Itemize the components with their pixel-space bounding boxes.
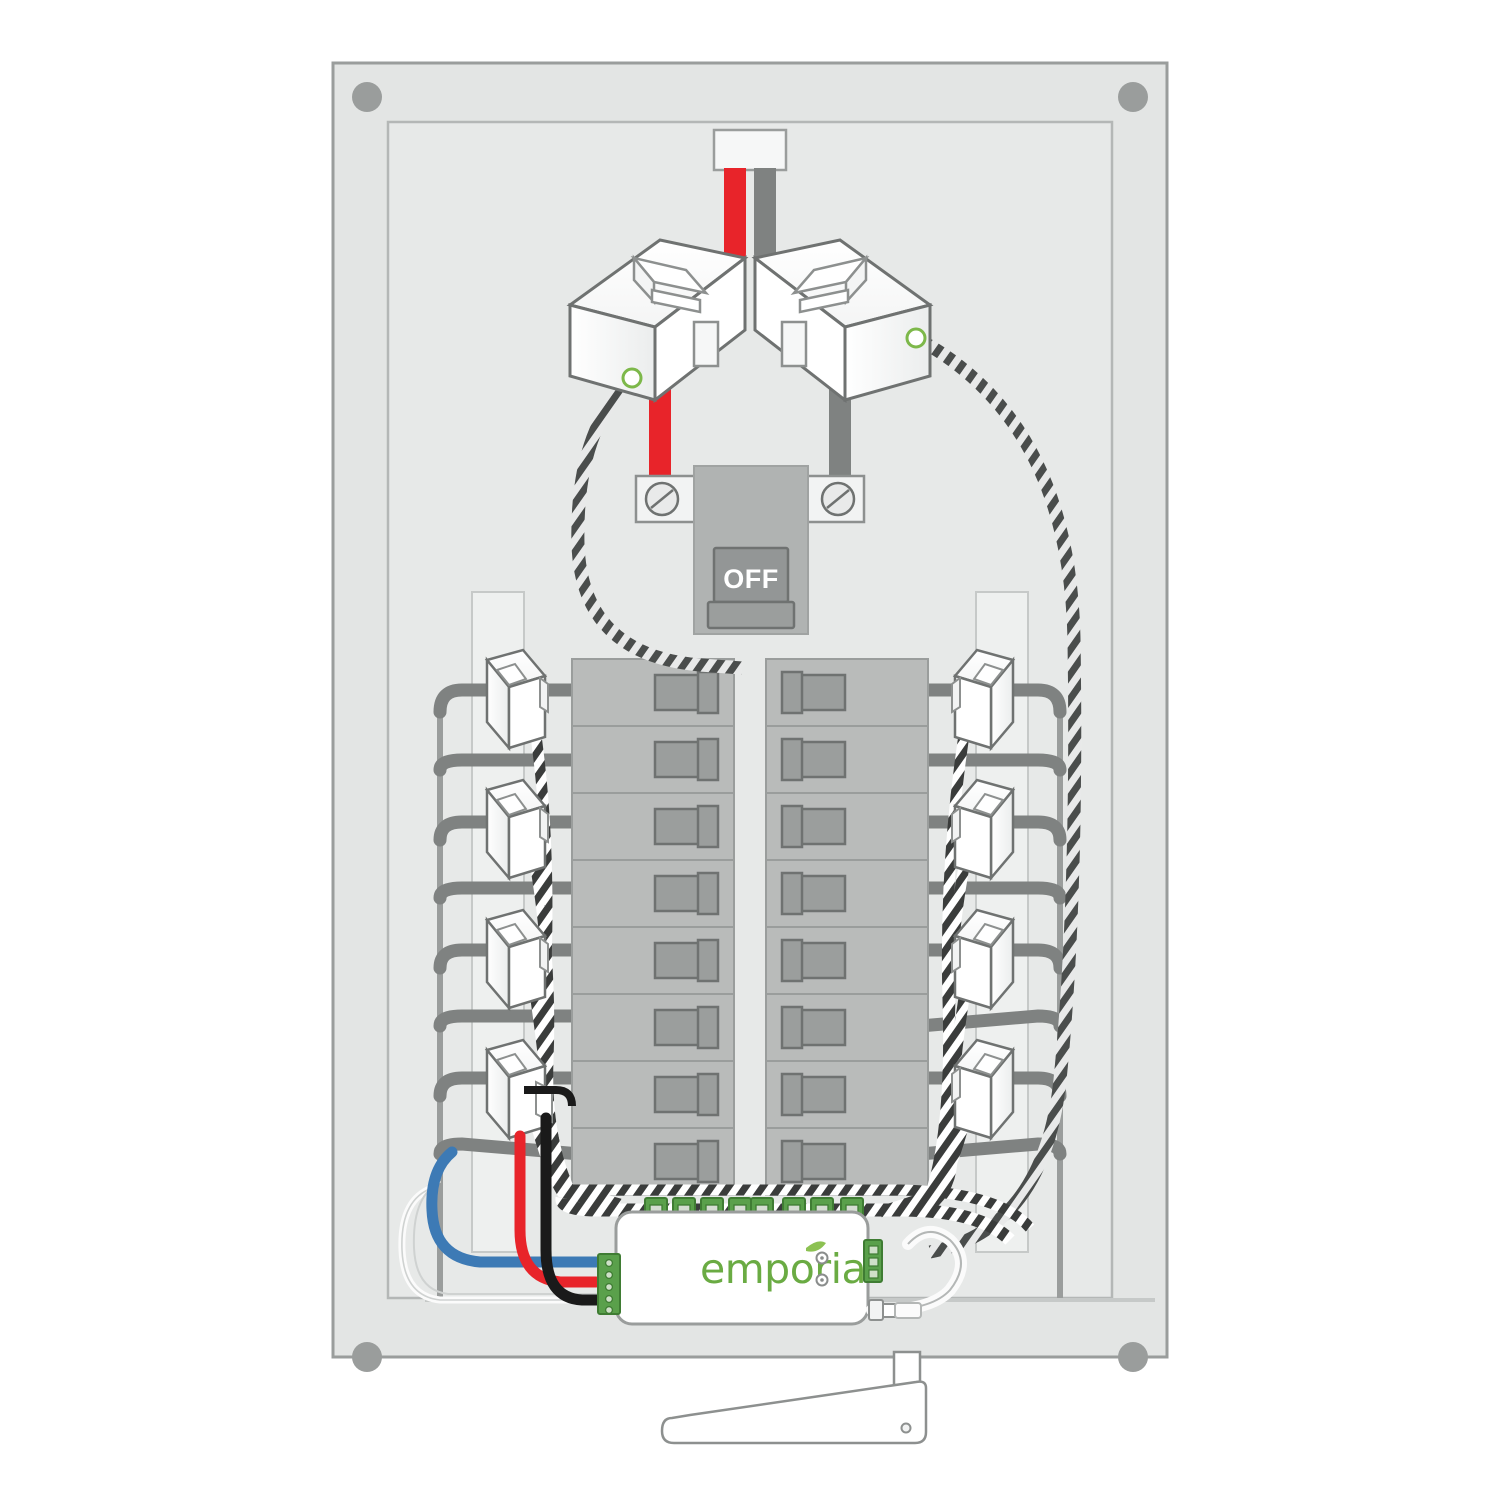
power-lead-neutral	[426, 1146, 602, 1268]
branch-ct-r3	[951, 908, 1016, 1012]
power-lead-l2	[540, 1112, 604, 1306]
main-lug-right	[820, 481, 856, 517]
screw-top-right	[1118, 82, 1148, 112]
right-ground-bar	[1057, 700, 1063, 1300]
brand-wordmark: emporia	[700, 1245, 866, 1293]
breaker-row[interactable]	[765, 1127, 929, 1196]
screw-bottom-right	[1118, 1342, 1148, 1372]
branch-ct-l2	[484, 778, 549, 882]
main-ct-right	[751, 238, 934, 404]
load-center-enclosure	[331, 61, 1169, 1372]
main-ct-lead-right	[912, 332, 1082, 1259]
branch-ct-l1	[484, 648, 549, 752]
breaker-row[interactable]	[571, 859, 735, 928]
breaker-row[interactable]	[571, 1060, 735, 1129]
main-ct-right-lead-port	[905, 327, 927, 349]
breaker-row[interactable]	[765, 926, 929, 995]
breaker-column-left	[571, 658, 735, 1196]
antenna-rod	[660, 1380, 928, 1445]
ct-lead-bundle-bottom	[555, 1184, 1035, 1245]
main-breaker[interactable]: OFF	[693, 465, 809, 635]
main-ct-left-lead-port	[621, 367, 643, 389]
main-breaker-base	[706, 600, 796, 630]
branch-ct-r2	[951, 778, 1016, 882]
led-status-bottom	[815, 1273, 829, 1287]
left-ground-bar	[437, 700, 443, 1300]
breaker-row[interactable]	[765, 792, 929, 861]
breaker-row[interactable]	[571, 792, 735, 861]
branch-ct-l3	[484, 908, 549, 1012]
leaf-icon	[806, 1241, 826, 1252]
device-power-leads	[398, 1086, 604, 1306]
breaker-row[interactable]	[765, 859, 929, 928]
main-ct-lead-left	[571, 373, 743, 675]
main-lug-left	[644, 481, 680, 517]
service-entry-conduit	[712, 128, 788, 172]
main-breaker-state-label: OFF	[723, 564, 779, 594]
led-status-top	[815, 1251, 829, 1265]
branch-ct-l4	[484, 1038, 553, 1142]
main-ct-terminal-block[interactable]	[863, 1239, 883, 1283]
wifi-antenna	[660, 1350, 928, 1445]
breaker-row[interactable]	[765, 725, 929, 794]
branch-wires-left	[433, 683, 587, 1161]
breaker-column-right	[765, 658, 929, 1196]
branch-ct-r1	[951, 648, 1016, 752]
antenna-pivot	[900, 1422, 912, 1434]
main-ct-left	[566, 238, 749, 404]
antenna-connector	[868, 1299, 922, 1321]
service-entry-box	[712, 128, 788, 172]
breaker-row[interactable]	[765, 993, 929, 1062]
branch-ct-r4	[951, 1038, 1016, 1142]
breaker-row[interactable]	[571, 926, 735, 995]
breaker-row[interactable]	[571, 993, 735, 1062]
screw-bottom-left	[352, 1342, 382, 1372]
screw-top-left	[352, 82, 382, 112]
emporia-vue-monitor[interactable]: emporia	[597, 1210, 883, 1326]
breaker-row[interactable]	[571, 725, 735, 794]
breaker-row[interactable]	[571, 1127, 735, 1196]
breaker-row[interactable]	[765, 658, 929, 727]
breaker-row[interactable]	[765, 1060, 929, 1129]
power-terminal-block[interactable]	[597, 1253, 621, 1315]
antenna-cable	[866, 1226, 967, 1321]
